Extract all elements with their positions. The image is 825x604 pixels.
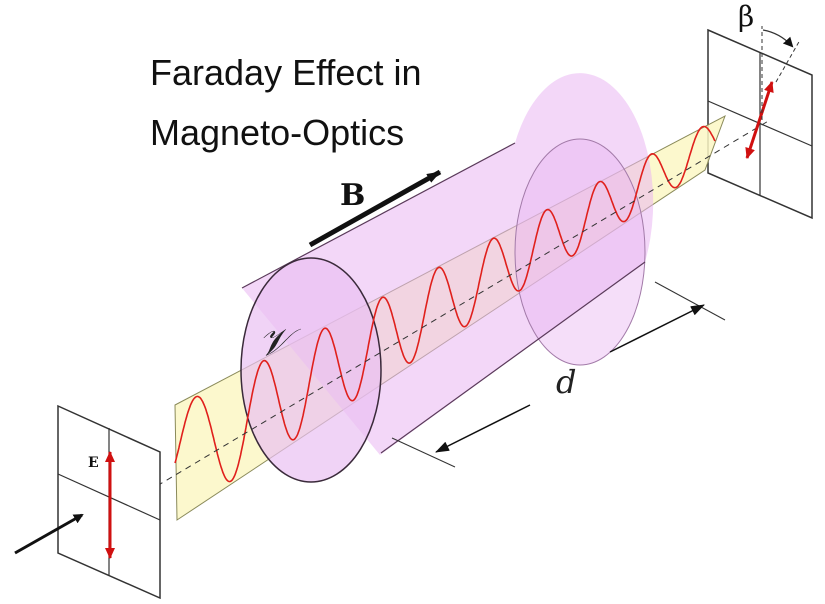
title-line-2: Magneto-Optics (150, 112, 405, 153)
length-dimension-lower (435, 404, 531, 453)
optical-axis (109, 119, 771, 515)
length-extension-right (654, 281, 726, 321)
electric-field-label: E (88, 455, 99, 471)
output-field-arrow (745, 81, 774, 159)
magnetic-field-label: B (340, 178, 365, 213)
rotation-angle-label: β (738, 0, 754, 33)
length-extension-left (391, 437, 456, 468)
output-polarizer (707, 28, 813, 220)
title-line-1: Faraday Effect in (150, 52, 422, 93)
output-tilt-guide (775, 39, 801, 83)
rotation-arc-arrow (762, 29, 794, 48)
magnetic-field-arrow (308, 169, 442, 248)
length-dimension-upper (609, 304, 705, 353)
length-label: d (556, 363, 576, 401)
light-wave (174, 125, 716, 483)
incident-light-arrow (14, 513, 84, 555)
